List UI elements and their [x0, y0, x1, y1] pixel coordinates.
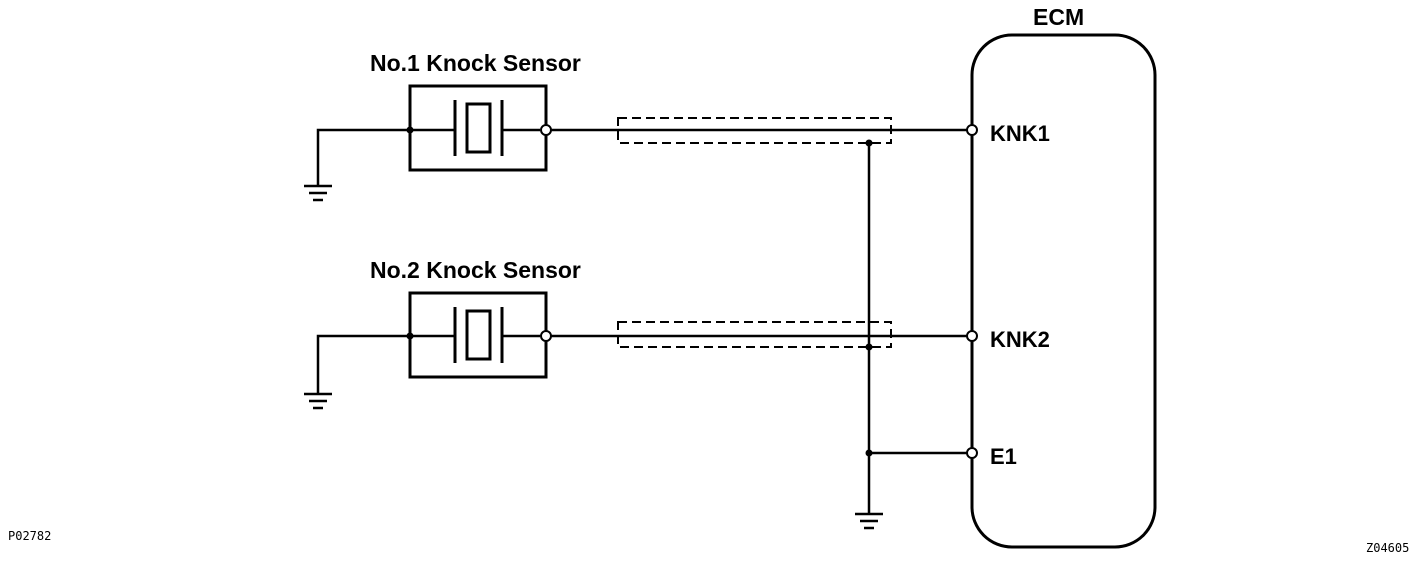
piezo-element-2-icon: [410, 307, 540, 363]
knk1-terminal: [966, 124, 978, 136]
knk2-signal-wire: [551, 321, 978, 348]
pin-knk1-label: KNK1: [990, 121, 1050, 146]
knk1-signal-wire: [551, 117, 978, 144]
figure-code-left: P02782: [8, 529, 51, 543]
ecm-label: ECM: [1033, 4, 1084, 30]
ground-1-icon: [304, 184, 332, 202]
sensor-2-label: No.2 Knock Sensor: [370, 257, 581, 283]
figure-code-right: Z04605: [1366, 541, 1409, 555]
shield-2: [617, 321, 892, 348]
sensor-1-box: [408, 84, 548, 172]
knock-sensor-2: No.2 Knock Sensor: [370, 257, 581, 379]
pin-knk2-label: KNK2: [990, 327, 1050, 352]
ground-2-icon: [304, 392, 332, 410]
knock-sensor-1: No.1 Knock Sensor: [370, 50, 581, 172]
knk2-terminal: [966, 330, 978, 342]
pin-e1-label: E1: [990, 444, 1017, 469]
e1-terminal: [966, 447, 978, 459]
piezo-element-1-icon: [410, 100, 540, 156]
ground-3-icon: [855, 512, 883, 530]
shield-1: [617, 117, 892, 144]
sensor-2-ground: [304, 334, 410, 410]
shield-drain-wire: [855, 139, 978, 530]
sensor-1-label: No.1 Knock Sensor: [370, 50, 581, 76]
sensor-1-ground: [304, 128, 410, 202]
ecm-block: ECM: [970, 4, 1157, 549]
